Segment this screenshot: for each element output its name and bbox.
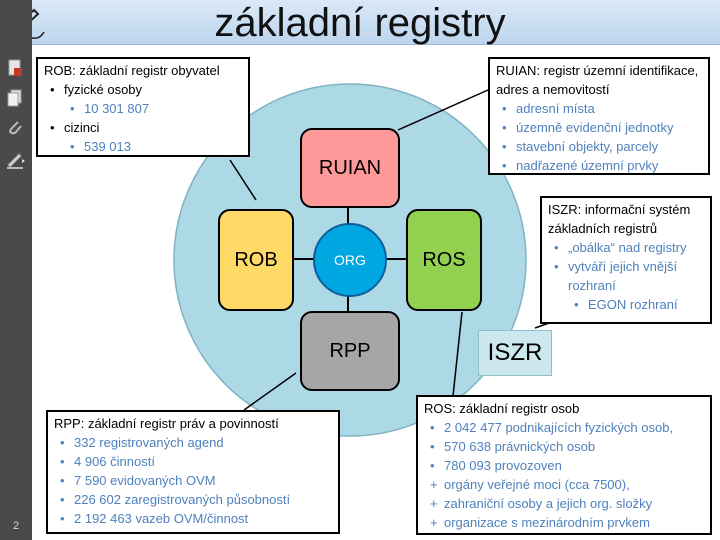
slide-title: základní registry (214, 1, 506, 45)
list-item: • 780 093 provozoven (424, 456, 704, 475)
list-item: • 7 590 evidovaných OVM (54, 471, 332, 490)
title-bar (0, 0, 720, 45)
list-item: • územně evidenční jednotky (496, 118, 702, 137)
list-item-text: 10 301 807 (84, 101, 150, 116)
list-item: • fyzické osoby (44, 80, 242, 99)
left-toolbar: 2 (0, 0, 32, 540)
bullet-marker: • (50, 82, 55, 97)
list-item: • „obálka“ nad registry (548, 238, 704, 257)
list-item: • adresní místa (496, 99, 702, 118)
list-item: • 332 registrovaných agend (54, 433, 332, 452)
ruian-callout-heading: RUIAN: registr územní identifikace, adre… (496, 63, 699, 97)
bullet-marker: • (430, 458, 435, 473)
bullet-marker: • (502, 139, 507, 154)
bullet-marker: • (60, 511, 65, 526)
bullet-marker: • (70, 139, 75, 154)
list-item: • 10 301 807 (44, 99, 242, 118)
list-item: • 539 013 (44, 137, 242, 156)
bullet-marker: • (60, 435, 65, 450)
rpp-callout-list: • 332 registrovaných agend • 4 906 činností… (54, 433, 332, 528)
list-item: + zahraniční osoby a jejich org. složky (424, 494, 704, 513)
list-item: • vytváří jejich vnější rozhraní (548, 257, 704, 295)
list-item-text: orgány veřejné moci (cca 7500), (444, 477, 630, 492)
iszr-callout-list: • „obálka“ nad registry • vytváří jejich vn… (548, 238, 704, 314)
list-item: • 570 638 právnických osob (424, 437, 704, 456)
iszr-callout: ISZR: informační systém základních regis… (540, 196, 712, 324)
iszr-label: ISZR (478, 330, 552, 376)
list-item: • 226 602 zaregistrovaných působností (54, 490, 332, 509)
bullet-marker: • (554, 259, 559, 274)
org-circle: ORG (313, 223, 387, 297)
edit-icon[interactable] (5, 150, 25, 170)
ruian-callout: RUIAN: registr územní identifikace, adre… (488, 57, 710, 175)
bullet-marker: • (70, 101, 75, 116)
bullet-marker: + (430, 515, 438, 530)
page-number: 2 (12, 520, 20, 532)
list-item: • 2 192 463 vazeb OVM/činnost (54, 509, 332, 528)
ros-callout-heading: ROS: základní registr osob (424, 401, 580, 416)
list-item-text: EGON rozhraní (588, 297, 678, 312)
rob-callout-heading: ROB: základní registr obyvatel (44, 63, 220, 78)
bullet-marker: • (502, 158, 507, 173)
list-item-text: stavební objekty, parcely (516, 139, 659, 154)
bullet-marker: • (60, 492, 65, 507)
bullet-marker: + (430, 496, 438, 511)
rob-callout-list: • fyzické osoby • 10 301 807 • cizinci • 539 01… (44, 80, 242, 156)
ros-box: ROS (406, 209, 482, 311)
list-item: • 2 042 477 podnikajících fyzických osob, (424, 418, 704, 437)
rpp-callout-line (243, 372, 297, 411)
rob-callout-line (229, 159, 257, 201)
list-item-text: fyzické osoby (64, 82, 143, 97)
bullet-marker: • (502, 120, 507, 135)
ros-callout-list: • 2 042 477 podnikajících fyzických osob,… (424, 418, 704, 532)
list-item-text: 570 638 právnických osob (444, 439, 596, 454)
list-item-text: adresní místa (516, 101, 595, 116)
list-item-text: 539 013 (84, 139, 131, 154)
iszr-callout-heading: ISZR: informační systém základních regis… (548, 202, 691, 236)
ruian-callout-line (397, 89, 489, 131)
list-item-text: 4 906 činností (74, 454, 155, 469)
list-item-text: 2 192 463 vazeb OVM/činnost (74, 511, 249, 526)
bullet-marker: • (60, 454, 65, 469)
bullet-marker: • (574, 297, 579, 312)
ros-callout: ROS: základní registr osob • 2 042 477 po… (416, 395, 712, 535)
list-item: • EGON rozhraní (548, 295, 704, 314)
list-item-text: 332 registrovaných agend (74, 435, 224, 450)
ros-callout-line (452, 311, 463, 397)
list-item-text: 780 093 provozoven (444, 458, 562, 473)
rpp-callout-heading: RPP: základní registr práv a povinností (54, 416, 279, 431)
list-item: + orgány veřejné moci (cca 7500), (424, 475, 704, 494)
list-item-text: 2 042 477 podnikajících fyzických osob, (444, 420, 674, 435)
bullet-marker: • (554, 240, 559, 255)
rpp-callout: RPP: základní registr práv a povinností … (46, 410, 340, 534)
bullet-marker: • (502, 101, 507, 116)
bullet-marker: • (60, 473, 65, 488)
copy-pages-icon[interactable] (5, 88, 25, 108)
bullet-marker: • (430, 420, 435, 435)
rpp-box: RPP (300, 311, 400, 391)
list-item-text: cizinci (64, 120, 100, 135)
list-item-text: nadřazené územní prvky (516, 158, 659, 173)
list-item-text: územně evidenční jednotky (516, 120, 674, 135)
bullet-marker: • (430, 439, 435, 454)
list-item-text: zahraniční osoby a jejich org. složky (444, 496, 653, 511)
list-item: • 4 906 činností (54, 452, 332, 471)
list-item: + organizace s mezinárodním prvkem (424, 513, 704, 532)
list-item-text: vytváří jejich vnější rozhraní (568, 259, 678, 293)
list-item-text: 7 590 evidovaných OVM (74, 473, 216, 488)
rob-box: ROB (218, 209, 294, 311)
ruian-box: RUIAN (300, 128, 400, 208)
bullet-marker: + (430, 477, 438, 492)
list-item-text: 226 602 zaregistrovaných působností (74, 492, 291, 507)
list-item-text: organizace s mezinárodním prvkem (444, 515, 650, 530)
list-item: • nadřazené územní prvky (496, 156, 702, 175)
list-item: • stavební objekty, parcely (496, 137, 702, 156)
ruian-callout-list: • adresní místa • územně evidenční jednotky… (496, 99, 702, 175)
rob-callout: ROB: základní registr obyvatel • fyzické … (36, 57, 250, 157)
bullet-marker: • (50, 120, 55, 135)
list-item-text: „obálka“ nad registry (568, 240, 687, 255)
list-item: • cizinci (44, 118, 242, 137)
save-page-icon[interactable] (5, 58, 25, 78)
attachment-icon[interactable] (5, 118, 25, 138)
